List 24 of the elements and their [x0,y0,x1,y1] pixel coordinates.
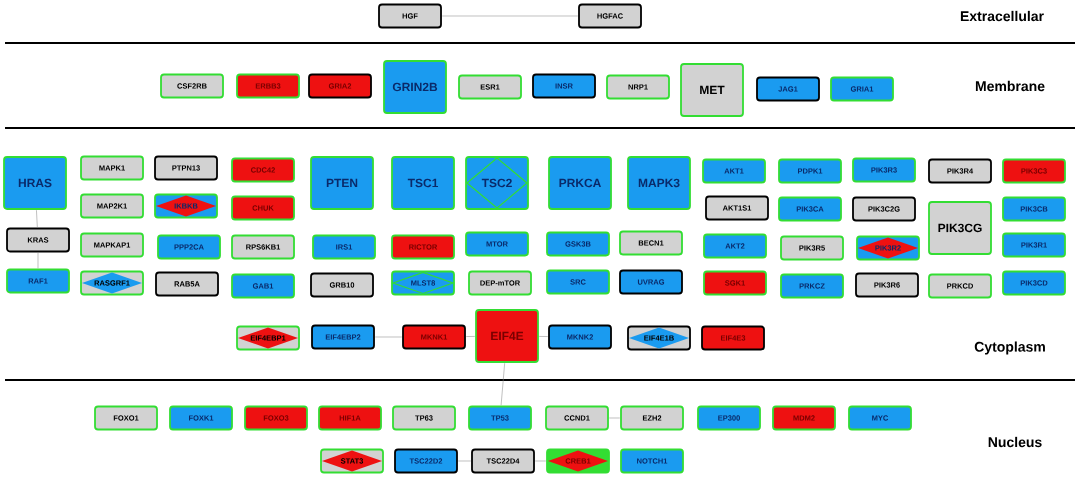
connector-line [500,362,505,406]
connector-line [37,252,39,269]
section-label: Membrane [975,80,1045,92]
gene-box: MET [680,63,744,117]
gene-box: PIK3CG [928,201,992,255]
gene-box: MAPK3 [627,156,691,210]
connector-line [374,336,403,338]
connector-line [441,15,579,17]
gene-box: HRAS [3,156,67,210]
connector-line [457,460,472,462]
connector-line [538,336,549,337]
gene-box: PTEN [310,156,374,210]
gene-box: TSC2 [465,156,529,210]
gene-box: GRIN2B [383,60,447,114]
connector-line [36,209,38,228]
connector-line [608,417,621,419]
connector-line [465,336,476,337]
gene-box: EIF4E [475,309,539,363]
section-label: Cytoplasm [974,341,1045,355]
gene-box: TSC1 [391,156,455,210]
section-label: Nucleus [988,436,1042,448]
gene-box: PRKCA [548,156,612,210]
connector-line [534,460,547,462]
section-label: Extracellular [960,10,1044,22]
